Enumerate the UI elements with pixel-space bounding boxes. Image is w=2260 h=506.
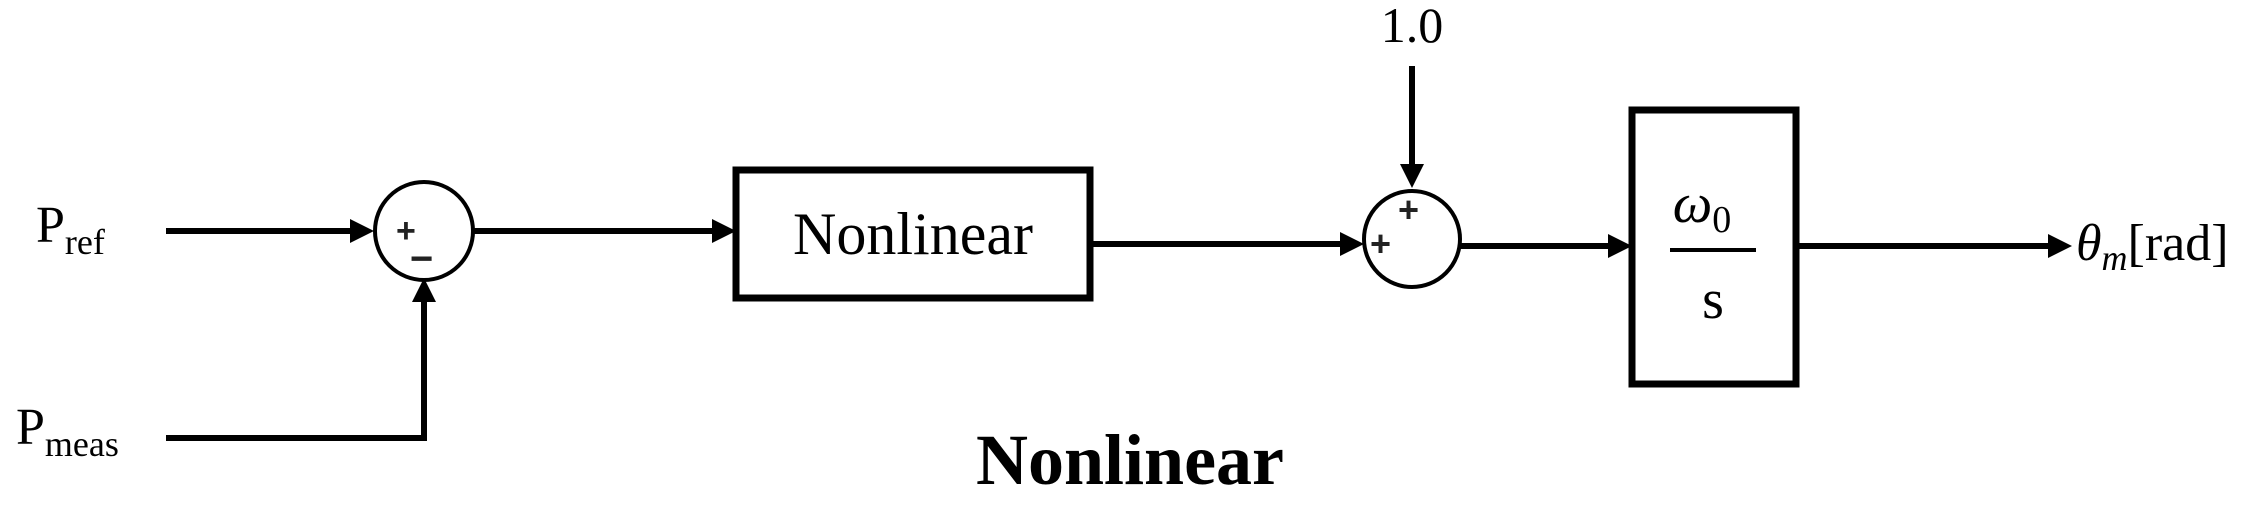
integrator-block xyxy=(1628,106,1800,388)
integrator-numerator-subscript: 0 xyxy=(1712,199,1731,241)
arrow-junction2-to-integrator xyxy=(1608,234,1632,258)
arrow-pref-to-junction1 xyxy=(350,219,374,243)
output-unit: [rad] xyxy=(2128,215,2229,272)
summing-junction-2 xyxy=(1362,189,1462,289)
integrator-numerator-symbol: ω xyxy=(1673,173,1713,235)
junction2-sign-left: + xyxy=(1370,223,1391,264)
p-meas-base: P xyxy=(16,399,45,456)
p-ref-base: P xyxy=(36,197,65,254)
nonlinear-block-label: Nonlinear xyxy=(793,201,1033,267)
arrow-pmeas-to-junction1 xyxy=(412,278,436,302)
junction2-sign-top: + xyxy=(1398,189,1419,230)
p-ref-label: Pref xyxy=(36,197,105,262)
output-symbol: θ xyxy=(2076,215,2102,272)
diagram-caption: Nonlinear xyxy=(976,420,1284,500)
junction1-sign-minus: − xyxy=(410,237,433,281)
p-ref-subscript: ref xyxy=(65,222,105,262)
constant-label: 1.0 xyxy=(1381,0,1444,53)
wire-pmeas-to-junction1 xyxy=(166,296,427,441)
p-meas-label: Pmeas xyxy=(16,399,119,464)
integrator-denominator: s xyxy=(1702,269,1724,331)
arrow-constant-to-junction2 xyxy=(1400,164,1424,188)
p-meas-subscript: meas xyxy=(45,424,119,464)
arrow-junction1-to-nonlinear xyxy=(712,219,736,243)
arrow-integrator-to-output xyxy=(2048,234,2072,258)
integrator-numerator: ω0 xyxy=(1673,173,1732,241)
nonlinear-block xyxy=(732,166,1094,302)
arrow-nonlinear-to-junction2 xyxy=(1340,232,1364,256)
output-label: θm[rad] xyxy=(2076,215,2229,278)
output-subscript: m xyxy=(2102,238,2128,278)
junction1-sign-plus: + xyxy=(396,212,416,250)
